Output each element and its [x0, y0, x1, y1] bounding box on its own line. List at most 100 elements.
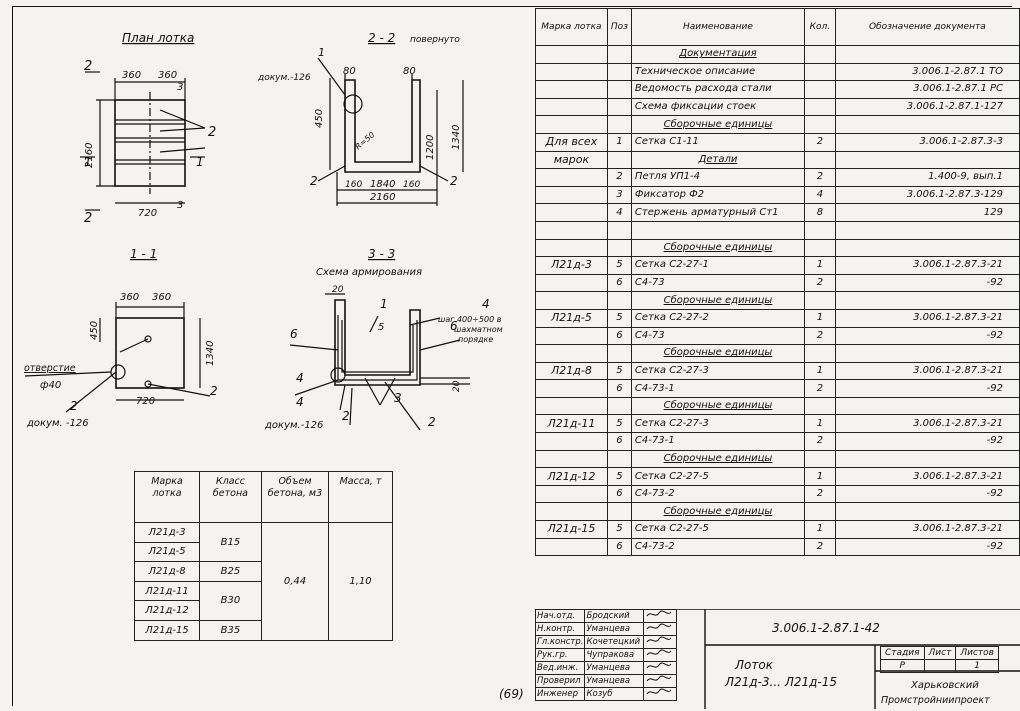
signature-name: Уманцева — [584, 674, 645, 688]
spec-doc: -92 — [834, 432, 1020, 451]
spec-mark: Л21д-5 — [535, 308, 608, 328]
spec-mark — [535, 502, 608, 522]
signature-scribble-icon — [647, 636, 672, 643]
spec-mark: Л21д-3 — [535, 256, 608, 275]
spec-doc — [834, 45, 1020, 64]
spec-section-row: Сборочные единицы — [535, 502, 1020, 522]
stage-table: Стадия Лист Листов Р 1 — [880, 646, 999, 673]
spec-name: Сборочные единицы — [630, 449, 806, 469]
section-2-2-dim: 160 — [345, 180, 362, 190]
spec-doc: 3.006.1-2.87.1 РС — [834, 80, 1020, 99]
plan-dim: 360 — [158, 70, 177, 81]
section-2-2-position: 2 — [310, 174, 318, 188]
spec-doc: 3.006.1-2.87.3-21 — [834, 520, 1020, 539]
spec-qty — [804, 115, 836, 134]
spec-name: Сборочные единицы — [630, 291, 806, 310]
section-2-2-dim: R=50 — [354, 130, 377, 151]
plan-cut-mark: 2 — [84, 211, 92, 226]
signature-name: Бродский — [584, 609, 645, 623]
spec-mark — [535, 45, 608, 64]
spec-pos — [606, 97, 632, 117]
spec-name: С4-73-2 — [630, 537, 806, 557]
spec-mark — [535, 273, 608, 293]
spec-mark — [535, 396, 608, 416]
concrete-mark: Л21д-5 — [133, 541, 201, 563]
drawing-title: Лоток — [735, 658, 773, 672]
spec-pos: 5 — [606, 361, 632, 381]
spec-pos: 4 — [606, 203, 632, 222]
spec-pos: 6 — [606, 537, 632, 557]
section-2-2-dim: 80 — [343, 66, 356, 77]
section-2-2-dim: 80 — [403, 66, 416, 77]
drawing-subtitle: Л21д-3... Л21д-15 — [725, 675, 838, 689]
spec-mark: Л21д-8 — [535, 361, 608, 381]
spec-qty — [804, 62, 836, 82]
section-2-2-label: 1 — [318, 46, 325, 59]
spec-mark: Л21д-11 — [535, 414, 608, 434]
spec-name: Стержень арматурный Ст1 — [630, 203, 806, 222]
spec-doc: -92 — [834, 273, 1020, 293]
spec-mark: Для всех — [535, 132, 608, 152]
section-1-1-position: 2 — [70, 399, 78, 413]
spec-pos — [606, 291, 632, 310]
concrete-mark: Л21д-3 — [133, 522, 201, 543]
signature-scribble-icon — [647, 610, 672, 617]
spec-pos — [606, 115, 632, 134]
signature-row: Рук.гр.Чупракова — [534, 648, 678, 662]
section-2-2-view — [317, 57, 464, 206]
spec-doc: -92 — [834, 537, 1020, 557]
spec-doc: -92 — [834, 379, 1020, 398]
section-3-3-position: 4 — [296, 395, 304, 409]
spec-header-mark: Марка лотка — [535, 8, 608, 46]
spec-qty — [804, 80, 836, 99]
spec-doc: -92 — [834, 484, 1020, 504]
signature-role: Нач.отд. — [534, 609, 586, 623]
signature-role: Н.контр. — [534, 622, 586, 636]
spec-pos — [606, 80, 632, 99]
hole-label: отверстие — [24, 363, 76, 374]
spec-doc — [834, 238, 1020, 258]
spec-header-qty: Кол. — [804, 8, 836, 46]
signature-mark — [643, 674, 678, 688]
spec-section-row: Сборочные единицы — [535, 344, 1020, 363]
signature-mark — [643, 635, 678, 649]
section-2-2-dim: 1200 — [425, 135, 436, 160]
spec-doc: -92 — [834, 326, 1020, 346]
section-3-3-position: 4 — [296, 371, 304, 385]
spec-section-row: Сборочные единицы — [535, 396, 1020, 416]
spec-mark: Л21д-15 — [535, 520, 608, 539]
concrete-table: Марка лотка Класс бетона Объем бетона, м… — [133, 471, 393, 641]
concrete-mark: Л21д-15 — [133, 619, 201, 641]
sheet-value — [923, 659, 957, 673]
spec-pos — [606, 502, 632, 522]
concrete-row: Л21д-11 В30 — [133, 580, 393, 621]
spec-qty: 4 — [804, 185, 836, 205]
concrete-header-class: Класс бетона — [199, 471, 262, 523]
concrete-mark: Л21д-12 — [133, 600, 201, 621]
spec-pos: 5 — [606, 467, 632, 486]
plan-cut-mark: 3 — [177, 82, 183, 93]
spec-doc — [834, 220, 1020, 240]
spec-mark — [535, 115, 608, 134]
spec-name: Сетка С2-27-3 — [630, 361, 806, 381]
section-1-1-position: 2 — [210, 384, 218, 398]
plan-title: План лотка — [122, 31, 194, 45]
spec-qty: 1 — [804, 308, 836, 328]
spec-name: С4-73-1 — [630, 379, 806, 398]
concrete-row: Л21д-8 В25 — [133, 561, 393, 582]
spec-name: Сборочные единицы — [630, 396, 806, 416]
section-2-2-dim: 1340 — [451, 125, 462, 150]
spec-doc — [834, 150, 1020, 170]
plan-position: 2 — [208, 125, 216, 140]
spec-mark — [535, 220, 608, 240]
